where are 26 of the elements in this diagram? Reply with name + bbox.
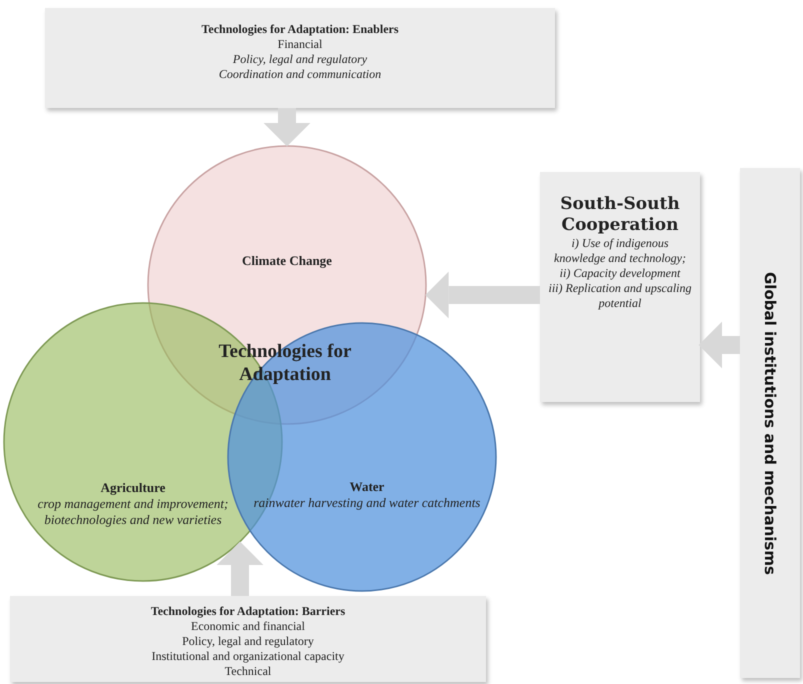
side-panel: [740, 168, 800, 678]
list-item: Technical: [224, 664, 272, 679]
list-item: Institutional and organizational capacity: [150, 649, 346, 664]
list-item: iii) Replication and upscaling potential: [548, 281, 692, 311]
list-item: i) Use of indigenous knowledge and technology;: [553, 236, 687, 266]
chevron-arrow: [264, 108, 310, 146]
chevron-arrow: [698, 322, 740, 368]
panel-heading: Technologies for Adaptation: Barriers: [150, 604, 346, 619]
circle-heading: Agriculture: [100, 480, 166, 496]
list-item: Economic and financial: [190, 619, 306, 634]
text-panel: [45, 8, 555, 108]
panel-title: Global institutions and mechanisms: [761, 272, 779, 574]
chevron-arrow: [425, 272, 540, 318]
circle-description: rainwater harvesting and water catchments: [252, 495, 482, 511]
panel-heading: Technologies for Adaptation: Enablers: [200, 22, 400, 37]
panel-heading: South-South Cooperation: [559, 194, 681, 236]
circle-heading: Water: [348, 479, 386, 495]
text-panel: [10, 596, 486, 682]
list-item: Policy, legal and regulatory: [181, 634, 315, 649]
list-item: Policy, legal and regulatory: [232, 52, 368, 67]
chevron-arrow: [216, 542, 264, 596]
list-item: ii) Capacity development: [558, 266, 682, 281]
list-item: Coordination and communication: [218, 67, 382, 82]
circle-heading: Climate Change: [241, 253, 333, 269]
text-panel: [540, 172, 700, 402]
list-item: Financial: [276, 37, 324, 52]
